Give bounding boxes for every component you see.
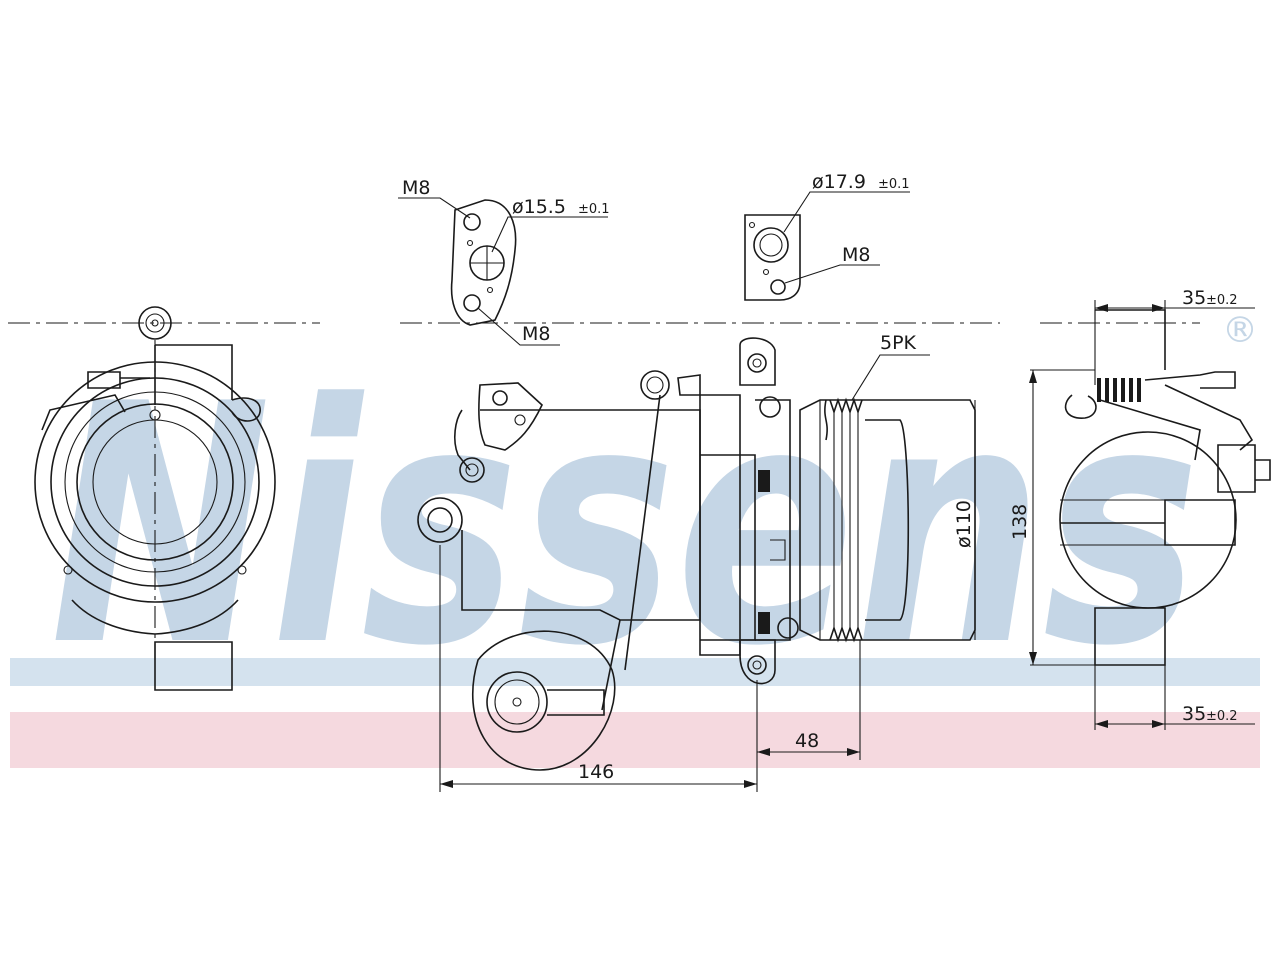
diameter-tolerance-left-port: ±0.1 xyxy=(578,202,610,217)
port-detail-right xyxy=(744,191,910,301)
width-dimension-top xyxy=(1094,300,1255,320)
front-view-left xyxy=(8,306,320,691)
diameter-label-right-port: ø17.9 xyxy=(812,171,866,193)
port-detail-left xyxy=(398,197,608,346)
offset-dimension-label: 48 xyxy=(795,730,819,752)
m8-label-top-left: M8 xyxy=(402,177,430,199)
belt-label: 5PK xyxy=(880,332,917,354)
m8-label-bottom-left: M8 xyxy=(522,323,550,345)
width-dimension-bottom xyxy=(1095,720,1255,728)
width-top-tolerance: ±0.2 xyxy=(1206,293,1238,308)
blue-stripe xyxy=(10,658,1260,686)
pulley-diameter-label: ø110 xyxy=(953,500,975,548)
width-top-label: 35 xyxy=(1182,287,1206,309)
rear-fins xyxy=(1097,378,1141,402)
red-stripe xyxy=(10,712,1260,768)
overall-length-dimension xyxy=(439,545,757,792)
diameter-label-left-port: ø15.5 xyxy=(512,196,566,218)
m8-label-right: M8 xyxy=(842,244,870,266)
height-label: 138 xyxy=(1009,504,1031,540)
height-dimension: 138 xyxy=(1009,369,1095,666)
side-view-compressor xyxy=(400,322,1000,771)
pulley-grooves xyxy=(829,397,863,643)
pulley-diameter-dimension: ø110 xyxy=(953,400,976,640)
diameter-tolerance-right-port: ±0.1 xyxy=(878,177,910,192)
offset-dimension xyxy=(756,640,861,792)
belt-leader xyxy=(851,354,930,401)
width-bottom-label: 35 xyxy=(1182,703,1206,725)
overall-length-label: 146 xyxy=(578,761,614,783)
registered-mark: ® xyxy=(1222,310,1258,351)
width-bottom-tolerance: ±0.2 xyxy=(1206,709,1238,724)
